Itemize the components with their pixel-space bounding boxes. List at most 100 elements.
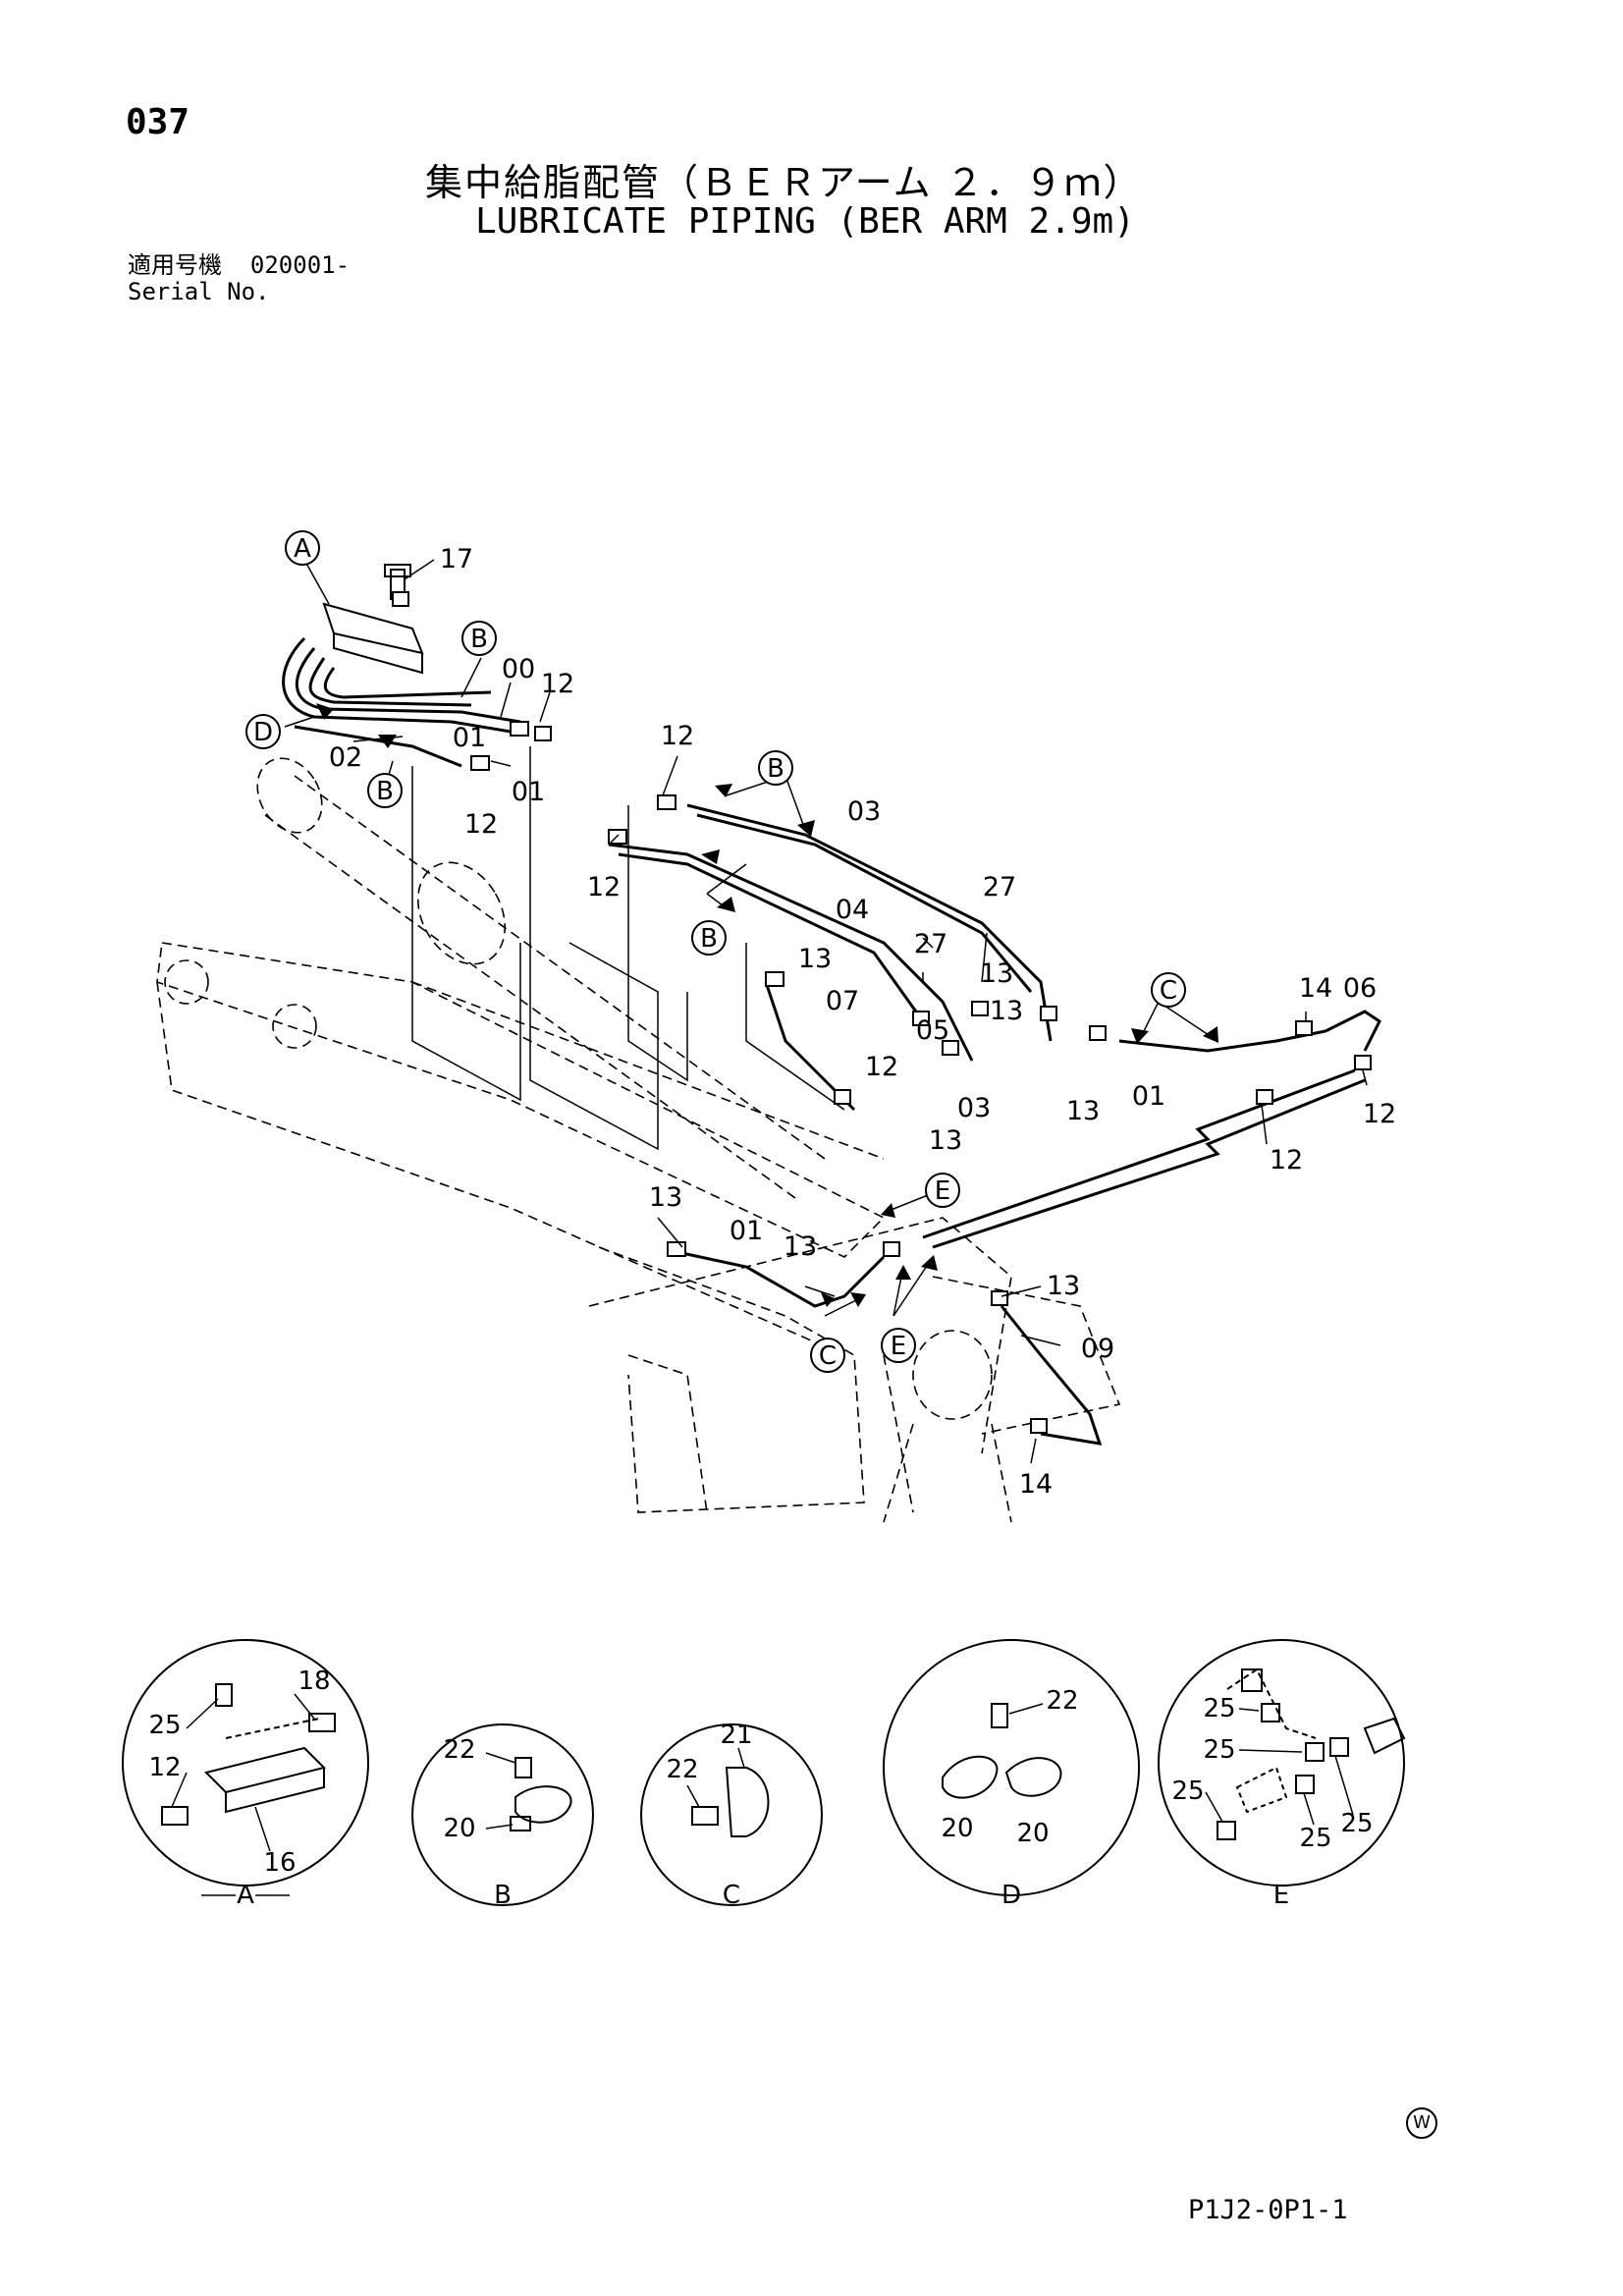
pipes-03-04 <box>608 803 1053 1062</box>
serial-value: 020001- <box>249 251 351 279</box>
detail-D-label: D <box>1001 1881 1021 1910</box>
svg-text:B: B <box>700 924 718 954</box>
callout-B-2: B <box>367 773 403 808</box>
detail-E-label: E <box>1273 1881 1289 1910</box>
pipe-01-lower <box>676 1250 886 1308</box>
svg-text:21: 21 <box>720 1721 752 1750</box>
detail-B: 22 20 B <box>411 1723 594 1910</box>
part-label: 13 <box>1066 1096 1100 1126</box>
svg-text:22: 22 <box>1046 1686 1078 1716</box>
svg-text:E: E <box>891 1332 906 1361</box>
callout-A-text: A <box>294 534 311 564</box>
svg-text:25: 25 <box>1203 1735 1235 1765</box>
part-label: 01 <box>453 723 486 753</box>
svg-text:B: B <box>470 625 488 654</box>
detail-D: 22 20 20 D <box>883 1639 1140 1910</box>
detail-A-label: A <box>237 1881 254 1910</box>
detail-A: 18 25 12 16 A <box>122 1639 369 1910</box>
detail-C-label: C <box>723 1881 740 1910</box>
callout-E-2: E <box>881 1328 916 1363</box>
callout-A: A <box>285 530 320 566</box>
page-title-english: LUBRICATE PIPING (BER ARM 2.9m) <box>475 201 1135 242</box>
serial-label-jp: 適用号機 <box>128 251 222 279</box>
part-label: 07 <box>826 986 859 1016</box>
svg-text:25: 25 <box>148 1711 181 1740</box>
callout-C-1: C <box>1151 972 1186 1008</box>
part-label: 27 <box>983 872 1016 902</box>
svg-text:16: 16 <box>263 1848 296 1878</box>
svg-text:20: 20 <box>1016 1819 1049 1848</box>
callout-B-4: B <box>691 920 727 956</box>
part-label: 13 <box>798 944 832 974</box>
part-label: 02 <box>329 742 362 773</box>
part-label: 17 <box>440 544 473 574</box>
part-label: 09 <box>1081 1334 1114 1364</box>
part-label: 14 <box>1299 973 1332 1004</box>
part-label: 13 <box>784 1231 817 1262</box>
part-label: 13 <box>1047 1271 1080 1301</box>
detail-E: 25 25 25 25 25 E <box>1158 1639 1406 1910</box>
svg-text:22: 22 <box>443 1735 475 1765</box>
svg-text:E: E <box>935 1176 950 1206</box>
part-label: 12 <box>464 809 498 840</box>
svg-text:25: 25 <box>1171 1777 1204 1806</box>
svg-text:C: C <box>819 1341 837 1371</box>
serial-label-en: Serial No. <box>128 278 270 305</box>
part-label: 12 <box>1270 1145 1303 1175</box>
page-title-japanese: 集中給脂配管（ＢＥＲアーム ２．９ｍ） <box>425 161 1143 204</box>
part-label: 01 <box>730 1216 763 1246</box>
boom-outline <box>156 942 1012 1513</box>
w-mark: W <box>1406 2107 1437 2139</box>
manifold-block <box>322 564 424 675</box>
part-label: 00 <box>502 654 535 684</box>
drawing-code: P1J2-0P1-1 <box>1188 2195 1348 2225</box>
detail-B-label: B <box>494 1881 512 1910</box>
part-label: 13 <box>980 958 1013 989</box>
part-label: 06 <box>1343 973 1377 1004</box>
part-label: 12 <box>661 721 694 751</box>
svg-text:25: 25 <box>1299 1824 1331 1853</box>
part-label: 12 <box>1363 1099 1396 1129</box>
part-label: 03 <box>847 796 881 827</box>
svg-text:D: D <box>253 718 273 747</box>
part-label: 27 <box>914 929 947 959</box>
pipe-09 <box>1000 1305 1103 1446</box>
part-number-labels: 17 00 12 01 02 01 12 12 03 12 04 27 27 1… <box>329 544 1396 1500</box>
serial-row-jp: 適用号機 020001- <box>128 252 350 279</box>
part-label: 04 <box>836 895 869 925</box>
svg-text:22: 22 <box>666 1755 698 1784</box>
callout-letters: A B B B B C C D E E <box>245 530 1186 1373</box>
detail-circles: 18 25 12 16 A 22 20 B 21 22 C <box>122 1639 1406 1910</box>
svg-text:18: 18 <box>298 1667 330 1696</box>
svg-text:25: 25 <box>1203 1694 1235 1723</box>
pipe-frames <box>411 746 845 1151</box>
serial-info: 適用号機 020001- Serial No. <box>128 252 350 305</box>
svg-text:20: 20 <box>443 1814 475 1843</box>
part-label: 13 <box>649 1182 682 1213</box>
part-label: 12 <box>587 872 621 902</box>
svg-text:B: B <box>376 777 394 806</box>
arm-joint <box>883 1276 1121 1523</box>
svg-text:C: C <box>1160 976 1177 1006</box>
part-label: 05 <box>916 1015 949 1046</box>
svg-text:12: 12 <box>148 1753 181 1782</box>
svg-text:25: 25 <box>1340 1809 1373 1838</box>
callout-D: D <box>245 714 281 749</box>
callout-C-2: C <box>810 1338 845 1373</box>
part-label: 13 <box>929 1125 962 1156</box>
callout-E-1: E <box>925 1173 960 1208</box>
part-label: 14 <box>1019 1469 1053 1500</box>
svg-text:B: B <box>767 754 784 784</box>
part-label: 03 <box>957 1093 991 1123</box>
page-number: 037 <box>126 102 190 142</box>
part-label: 12 <box>541 669 574 699</box>
svg-text:20: 20 <box>941 1814 973 1843</box>
part-label: 13 <box>990 996 1023 1026</box>
arrow-heads <box>316 703 1218 1307</box>
boom-cylinder <box>256 757 826 1199</box>
part-label: 01 <box>512 777 545 807</box>
part-label: 12 <box>865 1052 898 1082</box>
part-label: 01 <box>1132 1081 1165 1112</box>
detail-C: 21 22 C <box>640 1721 823 1910</box>
